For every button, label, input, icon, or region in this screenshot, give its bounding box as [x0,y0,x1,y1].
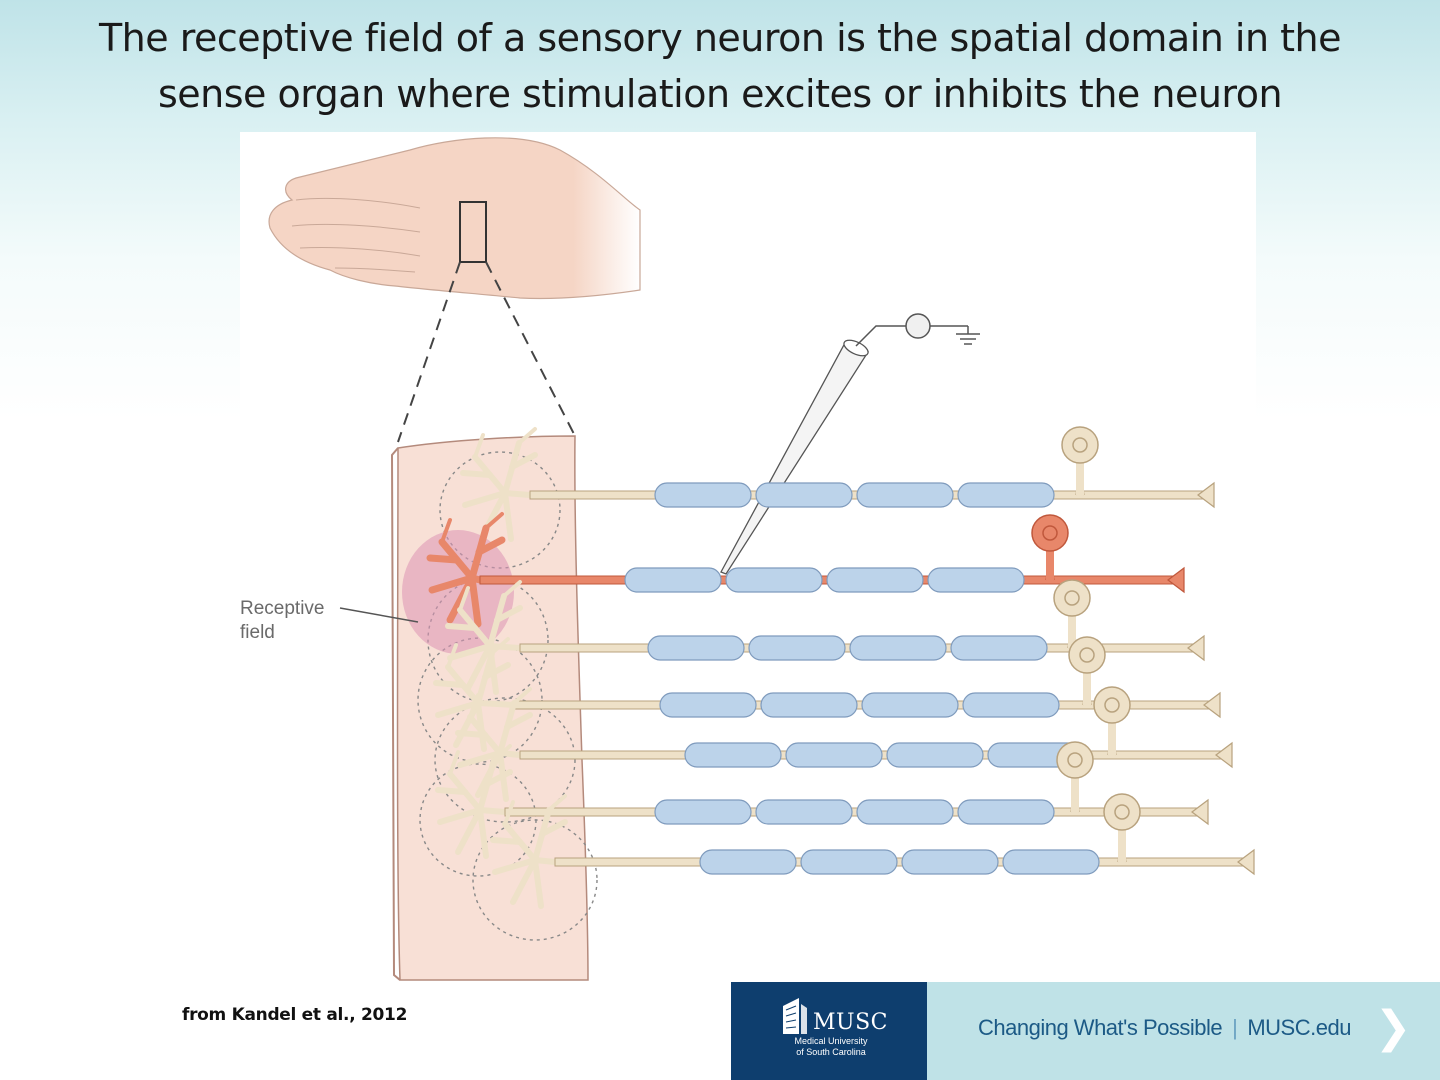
myelin-segment [654,799,752,825]
tagline-separator: | [1232,1015,1238,1040]
receptive-field-label-line-2: field [240,622,275,643]
musc-logo-subtitle-line-2: of South Carolina [796,1047,866,1057]
myelin-segment [957,799,1055,825]
axon-terminal [1167,566,1185,594]
hand-illustration [268,137,641,300]
footer-band: Changing What's Possible | MUSC.edu ❯ [927,982,1440,1080]
cell-body [1061,426,1099,464]
myelin-segment [962,692,1060,718]
axon-terminal [1187,634,1205,662]
soma-stalk [1071,772,1079,812]
musc-url-link[interactable]: MUSC.edu [1247,1015,1351,1040]
nucleus [1067,752,1083,768]
myelin-segment [800,849,898,875]
slide-title-line-1: The receptive field of a sensory neuron … [98,16,1342,60]
myelin-segment [901,849,999,875]
recording-electrode [720,313,980,575]
footer-tagline: Changing What's Possible | MUSC.edu [978,1015,1351,1041]
axon-terminal [1191,798,1209,826]
neuron [435,741,1209,859]
musc-logo-subtitle: Medical University of South Carolina [771,1036,891,1058]
neuron [433,636,1221,752]
nucleus [1064,590,1080,606]
musc-logo-name: MUSC [813,1010,888,1035]
myelin-segment [725,567,823,593]
myelin-segment [785,742,883,768]
cell-body [1103,793,1141,831]
cell-body [1068,636,1106,674]
cell-body [1053,579,1091,617]
myelin-segment [755,482,853,508]
myelin-segment [654,482,752,508]
nucleus [1072,437,1088,453]
neuron [460,426,1215,542]
neuron [445,579,1205,695]
myelin-segment [624,567,722,593]
myelin-segment [861,692,959,718]
myelin-segment [760,692,858,718]
axon-terminal [1197,481,1215,509]
receptive-field-label: Receptive field [240,598,419,643]
dendrite-branches [490,794,568,909]
soma-stalk [1118,824,1126,862]
myelin-segment [1002,849,1100,875]
soma-stalk [1046,545,1054,580]
slide-title-line-2: sense organ where stimulation excites or… [157,72,1283,116]
myelin-segment [699,849,797,875]
dendrite-branches [426,512,506,628]
myelin-segment [886,742,984,768]
myelin-segment [659,692,757,718]
axon-terminal [1237,848,1255,876]
soma-stalk [1108,717,1116,755]
cell-body [1056,741,1094,779]
tagline-text: Changing What's Possible [978,1015,1223,1040]
myelin-segment [755,799,853,825]
soma-stalk [1083,667,1091,705]
nucleus [1079,647,1095,663]
axon-terminal [1215,741,1233,769]
axon [504,807,1207,817]
cell-body [1093,686,1131,724]
myelin-segment [856,799,954,825]
myelin-segment [856,482,954,508]
myelin-segment [927,567,1025,593]
myelin-segment [957,482,1055,508]
myelin-segment [684,742,782,768]
soma-stalk [1068,610,1076,648]
axon-terminal [1203,691,1221,719]
myelin-segment [849,635,947,661]
nucleus [1104,697,1120,713]
sensory-neurons [426,426,1255,909]
neuron [455,686,1233,802]
nucleus [1114,804,1130,820]
chevron-right-icon[interactable]: ❯ [1374,1002,1412,1053]
cell-body [1031,514,1069,552]
musc-building-icon [783,998,807,1034]
dendrite-branches [445,580,523,695]
receptive-field-highlight [402,530,514,654]
slide-title: The receptive field of a sensory neuron … [0,10,1440,122]
musc-logo-subtitle-line-1: Medical University [794,1036,868,1046]
dendrite-branches [435,744,513,859]
neuron-highlighted [426,512,1185,628]
myelin-segment [647,635,745,661]
myelin-segment [950,635,1048,661]
soma-stalk [1076,457,1084,495]
nucleus [1042,525,1058,541]
zoom-lines [397,261,576,443]
myelin-segment [826,567,924,593]
receptive-field-label-line-1: Receptive [240,598,325,619]
musc-logo-block[interactable]: MUSC Medical University of South Carolin… [731,982,927,1080]
neuron [490,793,1255,909]
myelin-segment [748,635,846,661]
citation: from Kandel et al., 2012 [182,1005,408,1025]
